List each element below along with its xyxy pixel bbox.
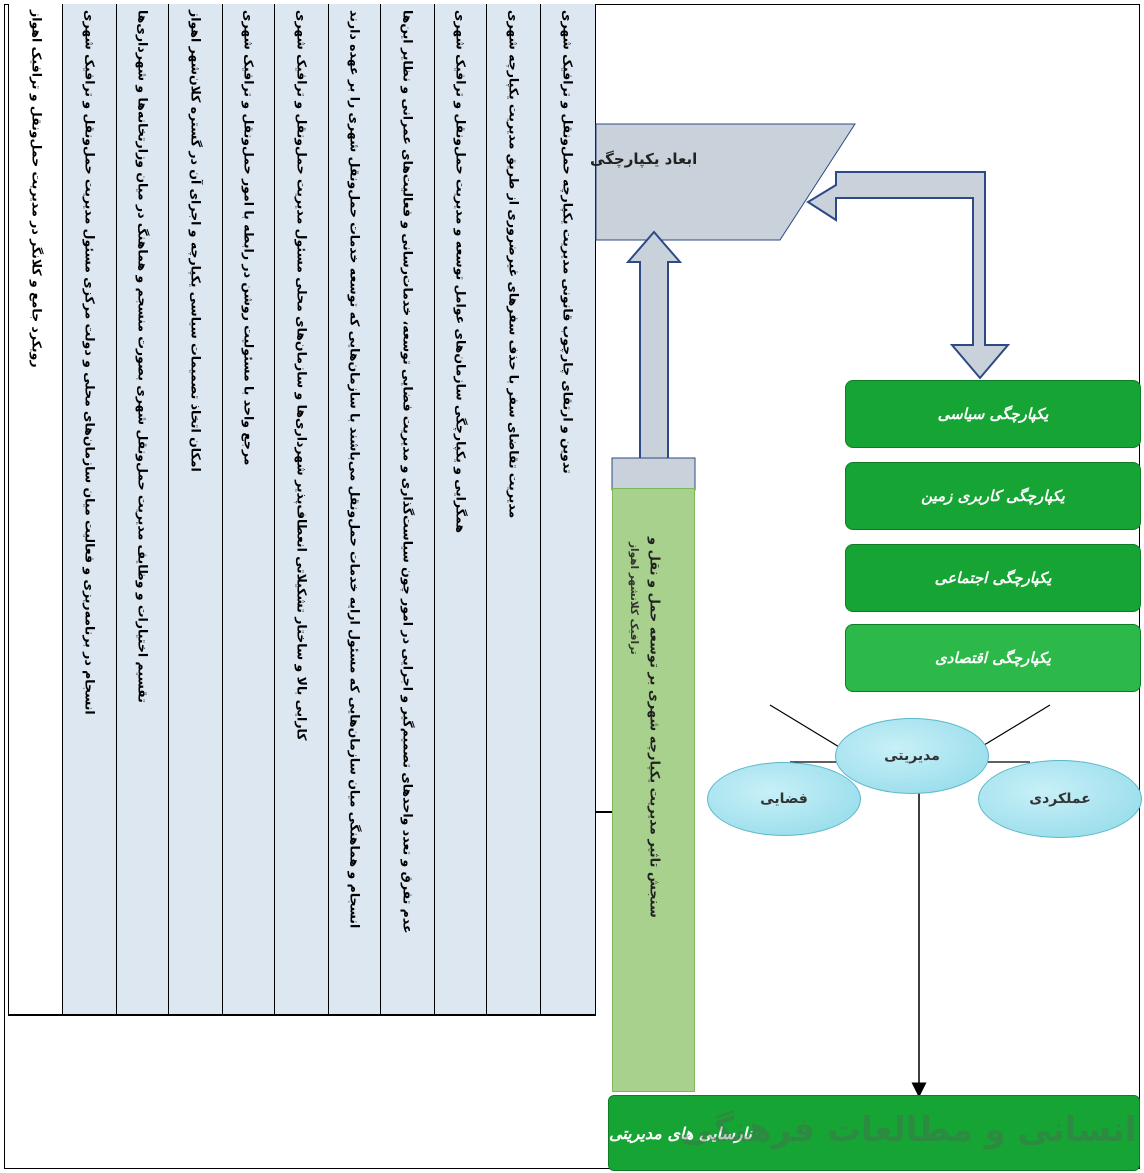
- criterion-column: همگرایی و یکپارچگی سازمان‌های عوامل توسع…: [434, 4, 486, 1014]
- bent-arrow: [806, 171, 1011, 380]
- criterion-column: انسجام و هماهنگی میان سازمان‌هایی که مسئ…: [328, 4, 380, 1014]
- dimension-label: یکپارچگی سیاسی: [937, 405, 1049, 423]
- green-column-sub-text: ترافیک کلانشهر اهواز: [628, 542, 640, 655]
- ellipse-managerial: مدیریتی: [835, 718, 989, 794]
- watermark: پرتال جامع علوم انسانی و مطالعات فرهنگی: [680, 1110, 1144, 1150]
- columns-bottom-border: [8, 1014, 596, 1016]
- dimensions-parallelogram: [595, 123, 856, 241]
- dimension-box-social: یکپارچگی اجتماعی: [845, 544, 1141, 612]
- bottom-box-label: نارسایی های مدیریتی: [609, 1123, 752, 1143]
- dimension-box-economic: یکپارچگی اقتصادی: [845, 624, 1141, 692]
- managerial-deficiencies-box: نارسایی های مدیریتی: [608, 1095, 1140, 1171]
- criterion-column: امکان اتخاذ تصمیمات سیاسی یکپارچه و اجرا…: [168, 4, 222, 1014]
- ellipse-functional: عملکردی: [978, 760, 1142, 838]
- ellipse-label: عملکردی: [1029, 791, 1091, 807]
- criterion-column: مدیریت تقاضای سفر با حذف سفرهای غیرضروری…: [486, 4, 540, 1014]
- criterion-column: تدوین و ارتقای چارچوب قانونی مدیریت یکپا…: [540, 4, 596, 1014]
- criterion-column: تقسیم اختیارات و وظایف مدیریت حمل‌ونقل ش…: [116, 4, 168, 1014]
- dimensions-title: ابعاد یکپارچگی: [590, 150, 698, 168]
- dimension-label: یکپارچگی اجتماعی: [934, 569, 1052, 587]
- green-column-sub: ترافیک کلانشهر اهواز: [628, 542, 670, 702]
- criterion-column: رویکرد جامع و کلانگر در مدیریت حمل‌ونقل …: [8, 4, 64, 1014]
- green-column: سنجش تاثیر مدیریت یکپارچه شهری بر توسعه …: [612, 488, 695, 1092]
- dimension-label: یکپارچگی کاربری زمین: [921, 487, 1065, 505]
- criterion-column: کارایی بالا و ساختار تشکیلاتی انعطاف‌پذی…: [274, 4, 328, 1014]
- criterion-column: انسجام در برنامه‌ریزی و فعالیت میان سازم…: [62, 4, 116, 1014]
- criterion-column: عدم تفرق و تعدد واحدهای تصمیم‌گیر و اجرا…: [380, 4, 434, 1014]
- dimension-box-political: یکپارچگی سیاسی: [845, 380, 1141, 448]
- ellipse-label: فضایی: [760, 791, 808, 807]
- ellipse-label: مدیریتی: [884, 748, 940, 764]
- dimension-box-landuse: یکپارچگی کاربری زمین: [845, 462, 1141, 530]
- arrow-base: [611, 457, 696, 491]
- criterion-column: مرجع واحد با مسئولیت روشن در رابطه با ام…: [222, 4, 274, 1014]
- dimension-label: یکپارچگی اقتصادی: [935, 649, 1051, 667]
- ellipse-spatial: فضایی: [707, 762, 861, 836]
- up-arrow: [625, 230, 683, 466]
